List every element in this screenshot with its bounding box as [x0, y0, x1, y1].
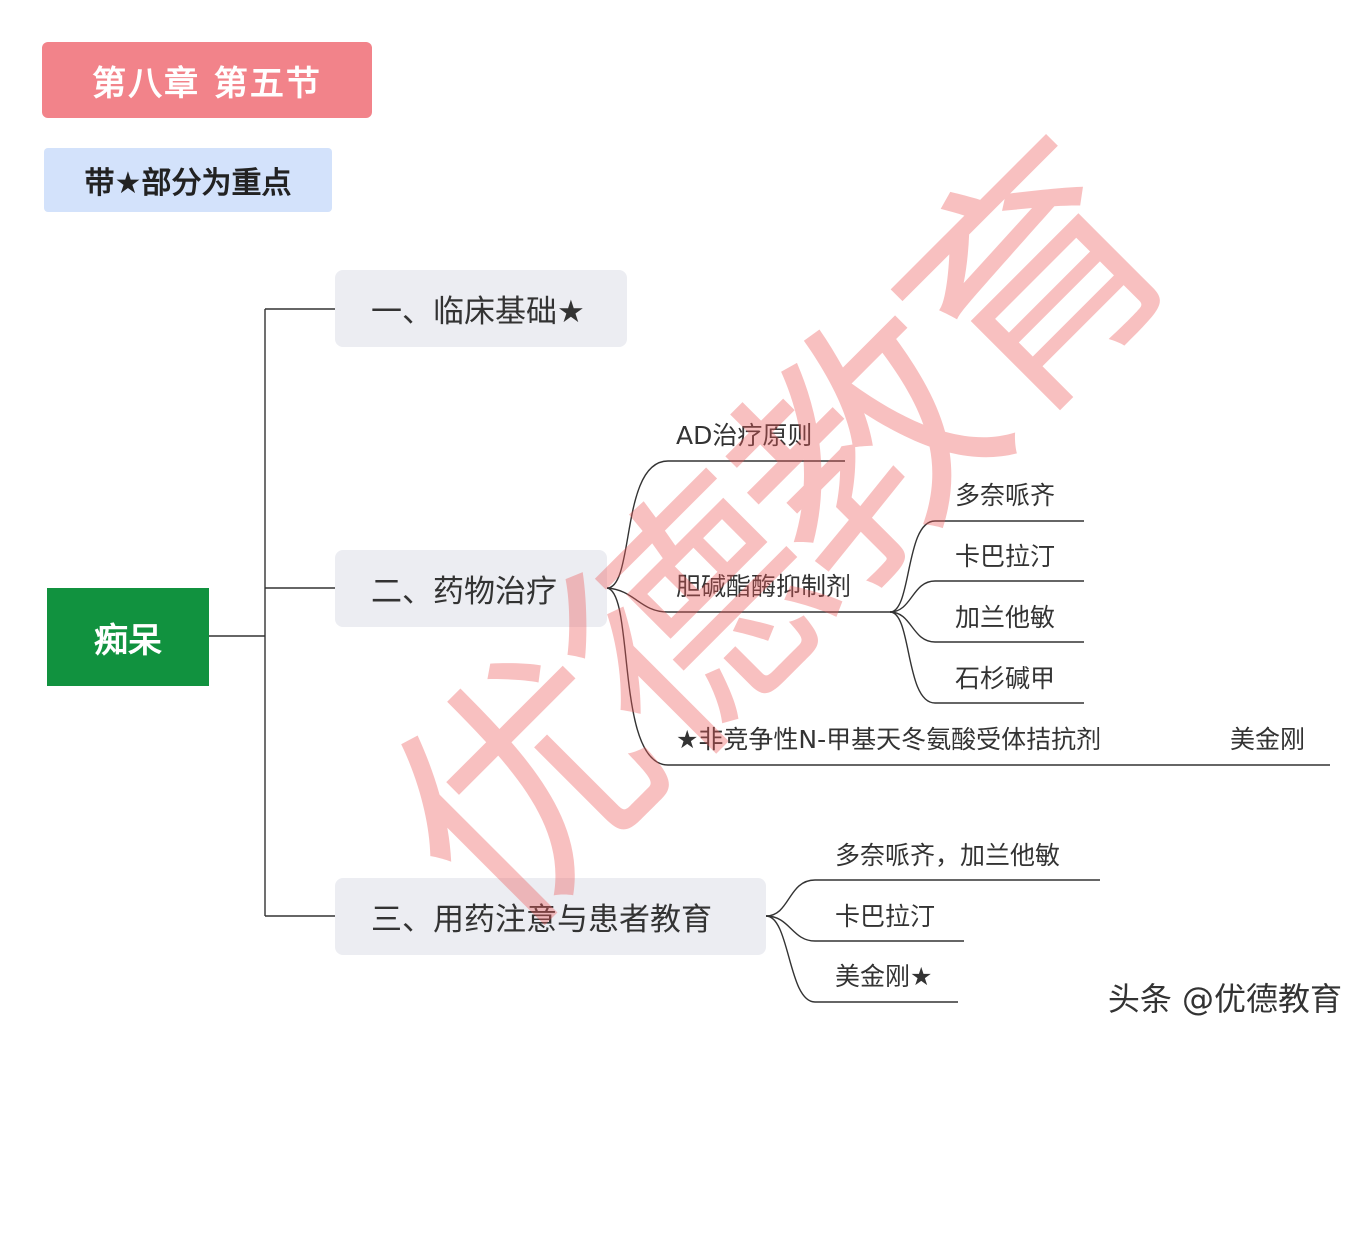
leaf-edu-donepezil-galantamine: 多奈哌齐，加兰他敏 — [835, 841, 1061, 870]
leaf-edu-memantine: 美金刚★ — [835, 962, 933, 991]
root-node: 痴呆 — [47, 588, 209, 686]
topic-clinical-basis: 一、临床基础★ — [335, 270, 627, 347]
leaf-ad-principle: AD治疗原则 — [676, 421, 813, 450]
branch-ache — [606, 587, 890, 613]
chapter-badge: 第八章 第五节 — [42, 42, 372, 118]
branch-edu-3 — [765, 915, 958, 1003]
branch-edu-1 — [765, 879, 1100, 917]
source-credit: 头条 @优德教育 — [1107, 980, 1342, 1018]
leaf-edu-rivastigmine: 卡巴拉汀 — [835, 902, 936, 931]
branch-nmda — [606, 587, 1330, 766]
leaf-huperzine: 石杉碱甲 — [955, 664, 1056, 693]
branch-principle — [606, 460, 845, 589]
leaf-nmda-antagonist: ★非竞争性N-甲基天冬氨酸受体拮抗剂 — [676, 725, 1102, 754]
leaf-ache-inhibitors: 胆碱酯酶抑制剂 — [676, 572, 852, 601]
connector-lines — [209, 308, 1330, 1003]
leaf-donepezil: 多奈哌齐 — [955, 481, 1056, 510]
branch-ache-4 — [889, 611, 1084, 704]
branch-ache-1 — [889, 520, 1084, 613]
topic-drug-treatment: 二、药物治疗 — [335, 550, 607, 627]
branch-ache-3 — [889, 611, 1084, 643]
topic-medication-education: 三、用药注意与患者教育 — [335, 878, 766, 955]
leaf-rivastigmine: 卡巴拉汀 — [955, 542, 1056, 571]
key-note-badge: 带★部分为重点 — [44, 148, 332, 212]
branch-edu-2 — [765, 915, 964, 942]
branch-ache-2 — [889, 580, 1084, 613]
leaf-galantamine: 加兰他敏 — [955, 603, 1056, 632]
leaf-memantine: 美金刚 — [1230, 725, 1306, 754]
